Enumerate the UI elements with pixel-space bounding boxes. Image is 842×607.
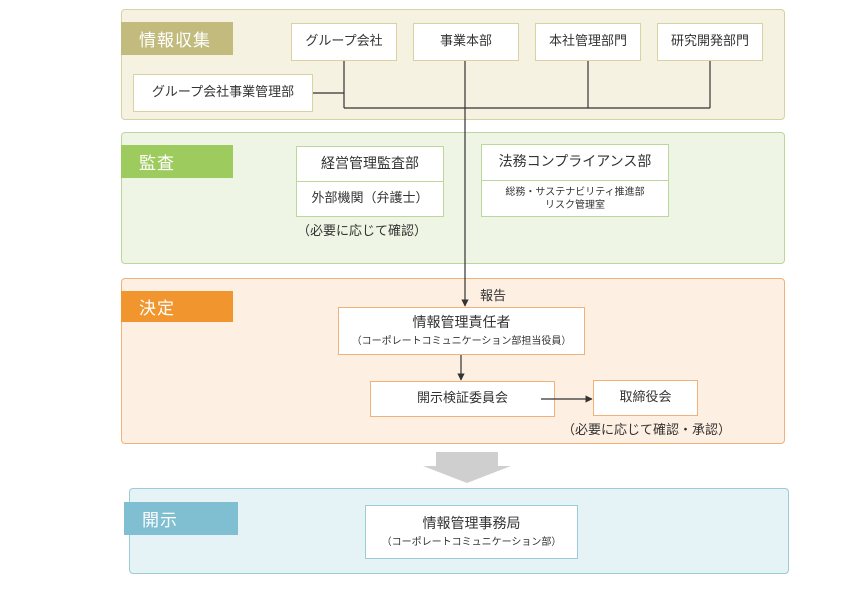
- decision-tag: 決定: [121, 291, 233, 322]
- node-group-company: グループ会社: [291, 23, 397, 61]
- node-board: 取締役会: [593, 380, 698, 416]
- node-legal-compliance: 法務コンプライアンス部: [481, 144, 669, 181]
- legal-support-line2: リスク管理室: [545, 199, 605, 211]
- external-note: （必要に応じて確認）: [297, 224, 428, 239]
- node-rnd: 研究開発部門: [657, 23, 763, 61]
- report-label: 報告: [480, 289, 507, 304]
- node-external-lawyer: 外部機関（弁護士）: [296, 181, 444, 217]
- collection-tag: 情報収集: [121, 22, 233, 55]
- node-info-officer: 情報管理責任者 （コーポレートコミュニケーション部担当役員）: [338, 307, 585, 355]
- office-title: 情報管理事務局: [422, 515, 521, 532]
- flow-down-arrow: [423, 452, 511, 483]
- legal-support-line1: 総務・サステナビリティ推進部: [505, 186, 645, 198]
- node-business-hq: 事業本部: [413, 23, 519, 61]
- node-info-office: 情報管理事務局 （コーポレートコミュニケーション部）: [365, 505, 578, 559]
- node-audit-dept: 経営管理監査部: [296, 146, 444, 182]
- officer-title: 情報管理責任者: [412, 314, 511, 331]
- node-corporate-admin: 本社管理部門: [535, 23, 641, 61]
- node-legal-support: 総務・サステナビリティ推進部 リスク管理室: [481, 180, 669, 217]
- board-note: （必要に応じて確認・承認）: [562, 423, 732, 438]
- audit-tag: 監査: [121, 145, 233, 178]
- disclosure-tag: 開示: [124, 502, 238, 535]
- node-disclosure-committee: 開示検証委員会: [370, 381, 555, 417]
- office-subtitle: （コーポレートコミュニケーション部）: [381, 537, 562, 549]
- node-group-business-mgmt: グループ会社事業管理部: [133, 74, 313, 112]
- officer-subtitle: （コーポレートコミュニケーション部担当役員）: [351, 336, 572, 348]
